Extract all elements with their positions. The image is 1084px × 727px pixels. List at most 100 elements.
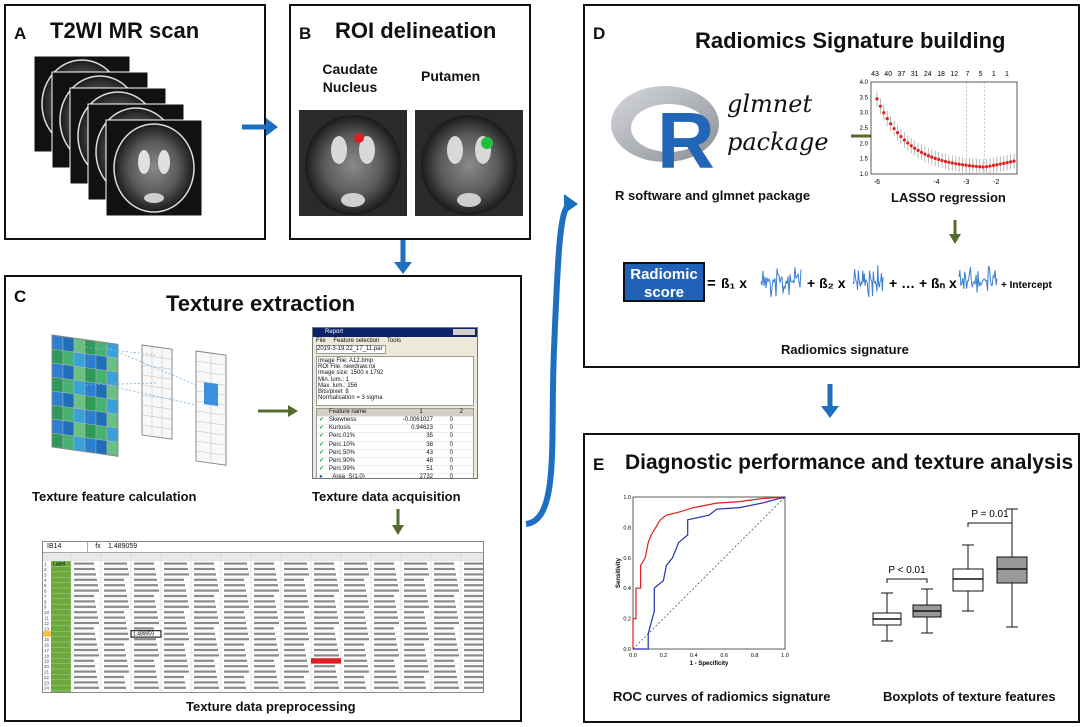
boxplots: P < 0.01P = 0.01 [872,508,1028,642]
numeric-cell [134,589,159,592]
numeric-cell [314,670,336,673]
roi-caudate-marker [354,133,364,143]
numeric-cell [224,681,245,684]
checkmark-icon[interactable]: ✔ [319,441,325,448]
numeric-cell [74,562,94,565]
numeric-cell [404,638,429,641]
report-file-tab[interactable]: 2019-3-19 22_17_11.par [316,345,386,354]
blue-dot-icon[interactable]: ● [319,474,323,479]
numeric-cell [344,681,365,684]
numeric-cell [374,589,399,592]
row-number: 21 [44,670,50,675]
r-logo-icon: R [611,86,719,176]
lasso-point [899,134,903,139]
arrow-acq-to-pre [392,509,404,535]
numeric-cell [164,648,185,652]
lasso-point [943,159,948,164]
lasso-y-tick: 4.0 [860,80,869,86]
report-info-line: Bits/pixel: 8 [318,389,349,396]
numeric-cell [404,686,426,689]
checkmark-icon[interactable]: ✔ [319,425,325,432]
numeric-cell [464,567,483,571]
numeric-cell [374,578,397,581]
numeric-cell [374,665,395,668]
numeric-cell [374,562,394,565]
numeric-cell [284,611,304,614]
numeric-cell [194,594,214,598]
roc-x-tick: 1.0 [781,653,789,659]
numeric-cell [314,605,336,608]
row-number: 10 [44,610,50,615]
lasso-point [930,155,934,159]
checkmark-icon[interactable]: ✔ [319,417,325,423]
menu-feature-selection[interactable]: Feature selection [333,338,380,344]
roc-y-tick: 0.0 [623,647,631,653]
feature-cell: 48 [426,457,433,464]
numeric-cell [74,578,97,581]
checkmark-icon[interactable]: ✔ [319,449,325,456]
lasso-top-tick: 31 [911,71,919,78]
lasso-point [909,144,913,148]
numeric-cell [254,562,274,565]
numeric-cell [344,675,364,679]
row-number: 23 [44,680,50,685]
glmnet-text-1: glmnet [727,90,813,118]
caption-boxplots: Boxplots of texture features [883,689,1056,704]
row-number: 3 [44,572,47,577]
report-titlebar[interactable]: Report [313,328,477,337]
cell-ref[interactable]: IB14 [43,542,88,552]
lasso-point [1005,161,1009,165]
row-number: 8 [44,599,47,604]
roc-y-tick: 0.4 [623,586,631,592]
row-number: 22 [44,675,50,680]
numeric-cell [344,670,369,673]
menu-tools[interactable]: Tools [386,338,401,344]
window-controls-icon[interactable] [453,329,475,335]
row-number: 4 [44,578,47,583]
numeric-cell [134,686,159,689]
numeric-cell [134,621,159,625]
panel-c-title: Texture extraction [166,291,356,316]
row-number: 20 [44,664,50,669]
numeric-cell [374,692,394,693]
formula-value[interactable]: 1.489059 [108,543,138,550]
numeric-cell [74,605,96,608]
caption-lasso: LASSO regression [891,190,1006,205]
numeric-cell [434,600,455,603]
numeric-cell [224,686,246,689]
numeric-cell [434,681,458,684]
feature-cell: 0 [449,433,453,440]
numeric-cell [344,621,366,625]
numeric-cell [374,600,395,603]
numeric-cell [464,692,483,693]
numeric-cell [254,627,274,630]
lasso-point [916,148,920,152]
numeric-cell [224,584,245,587]
numeric-cell [314,578,337,581]
numeric-cell [74,643,97,646]
formula-bar[interactable]: IB14 fx 1.489059 [43,542,483,553]
numeric-cell [164,600,188,603]
row-number: 1 [44,562,47,567]
checkmark-icon[interactable]: ✔ [319,466,325,473]
lasso-point [950,161,954,165]
numeric-cell [374,616,398,619]
numeric-cell [344,589,366,592]
numeric-cell [164,643,184,646]
numeric-cell [314,648,338,652]
checkmark-icon[interactable]: ✔ [319,433,325,440]
formula-beta1: ß₁ x [721,275,747,291]
lasso-point [978,165,982,169]
checkmark-icon[interactable]: ✔ [319,457,325,464]
lasso-point [906,141,910,145]
menu-file[interactable]: File [316,338,326,344]
numeric-cell [344,665,368,668]
